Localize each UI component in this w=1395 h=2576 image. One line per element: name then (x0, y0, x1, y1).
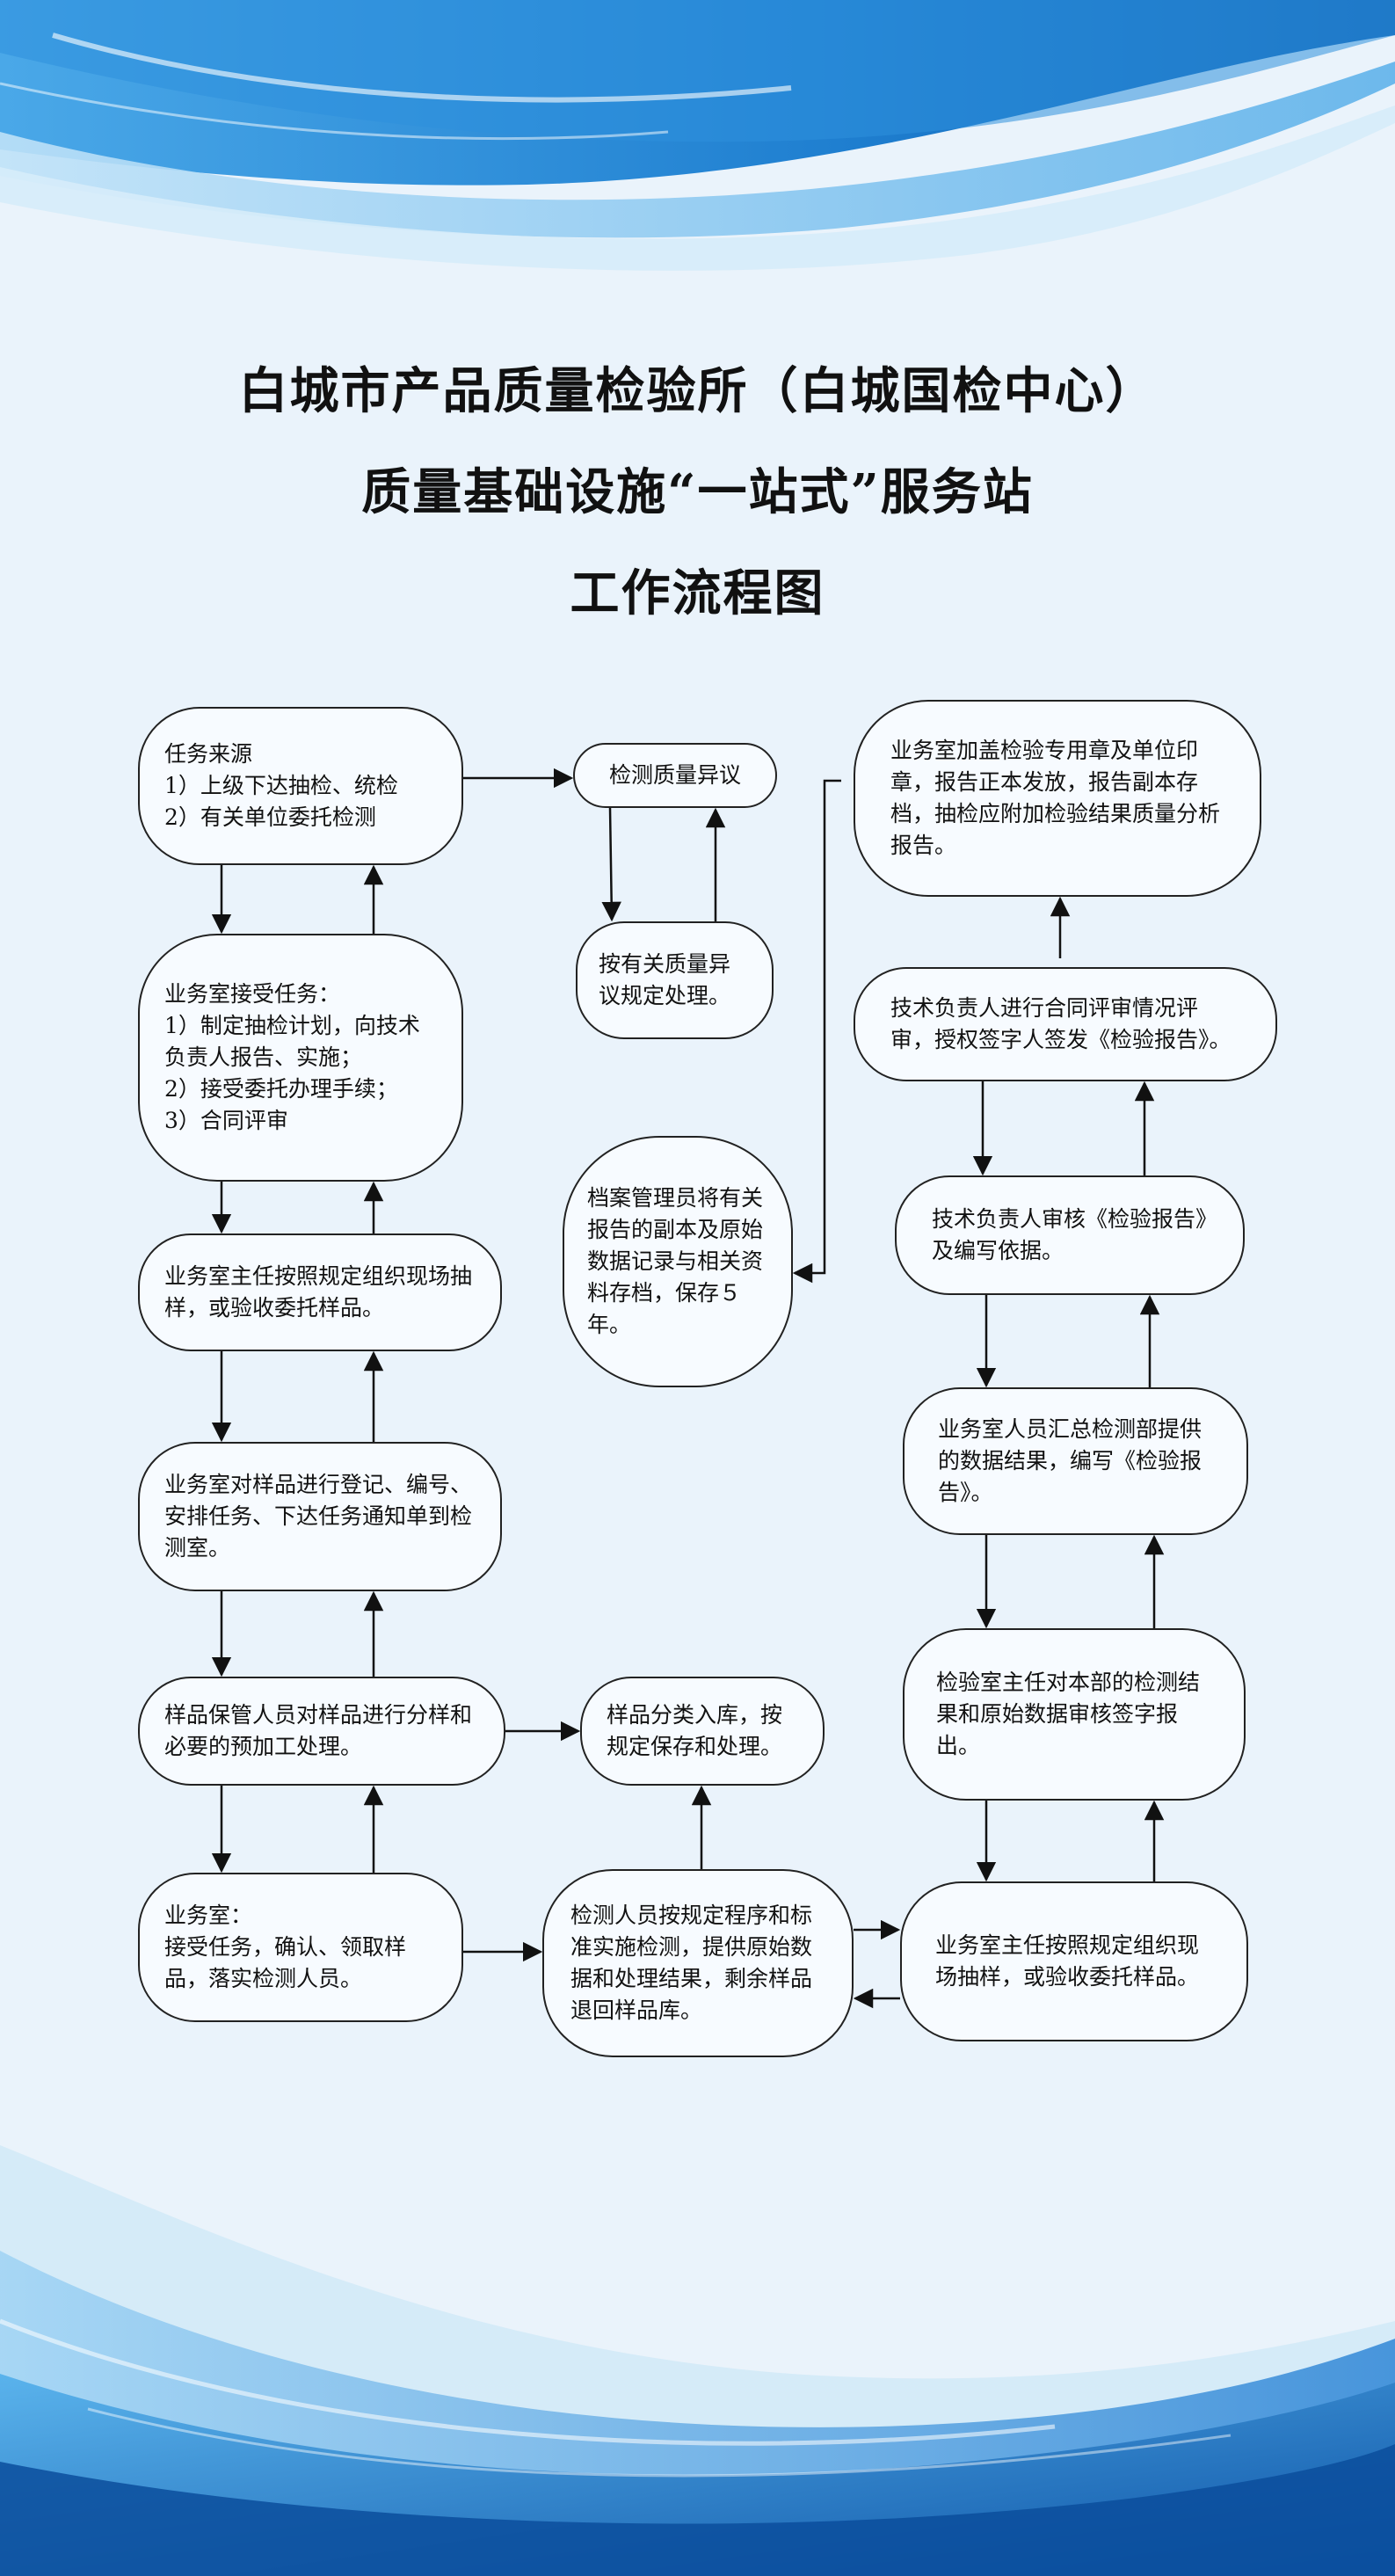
node-sampling-right: 业务室主任按照规定组织现场抽样，或验收委托样品。 (900, 1881, 1248, 2041)
node-objection-handle: 按有关质量异议规定处理。 (576, 921, 774, 1039)
node-accept-task: 业务室接受任务： 1）制定抽检计划，向技术负责人报告、实施； 2）接受委托办理手… (138, 934, 463, 1182)
node-lab-review: 检验室主任对本部的检测结果和原始数据审核签字报出。 (903, 1628, 1246, 1801)
node-classify: 样品保管人员对样品进行分样和必要的预加工处理。 (138, 1677, 505, 1786)
node-archive: 档案管理员将有关报告的副本及原始数据记录与相关资料存档，保存５年。 (563, 1136, 793, 1387)
node-receive-task: 业务室： 接受任务，确认、领取样品，落实检测人员。 (138, 1873, 463, 2022)
node-summary: 业务室人员汇总检测部提供的数据结果，编写《检验报告》。 (903, 1387, 1248, 1535)
title-line-2: 质量基础设施“一站式”服务站 (361, 463, 1034, 521)
title-line-3: 工作流程图 (570, 564, 825, 622)
node-contract-review: 技术负责人进行合同评审情况评审，授权签字人签发《检验报告》。 (854, 967, 1277, 1081)
node-stamp: 业务室加盖检验专用章及单位印章，报告正本发放，报告副本存档，抽检应附加检验结果质… (854, 700, 1261, 897)
arrow-stamp-to-archive (792, 779, 841, 1284)
node-testing: 检测人员按规定程序和标准实施检测，提供原始数据和处理结果，剩余样品退回样品库。 (542, 1869, 854, 2057)
node-storage: 样品分类入库，按规定保存和处理。 (580, 1677, 825, 1786)
node-register: 业务室对样品进行登记、编号、安排任务、下达任务通知单到检测室。 (138, 1442, 502, 1591)
arrow-objection-to-handle (601, 807, 621, 922)
node-sampling-left: 业务室主任按照规定组织现场抽样，或验收委托样品。 (138, 1233, 502, 1351)
title-line-1: 白城市产品质量检验所（白城国检中心） (238, 362, 1157, 420)
node-tech-review: 技术负责人审核《检验报告》及编写依据。 (895, 1175, 1245, 1295)
bottom-wave-decoration (0, 2145, 1395, 2576)
top-wave-decoration (0, 0, 1395, 271)
node-quality-objection: 检测质量异议 (573, 743, 777, 808)
node-task-source: 任务来源 1）上级下达抽检、统检 2）有关单位委托检测 (138, 707, 463, 865)
